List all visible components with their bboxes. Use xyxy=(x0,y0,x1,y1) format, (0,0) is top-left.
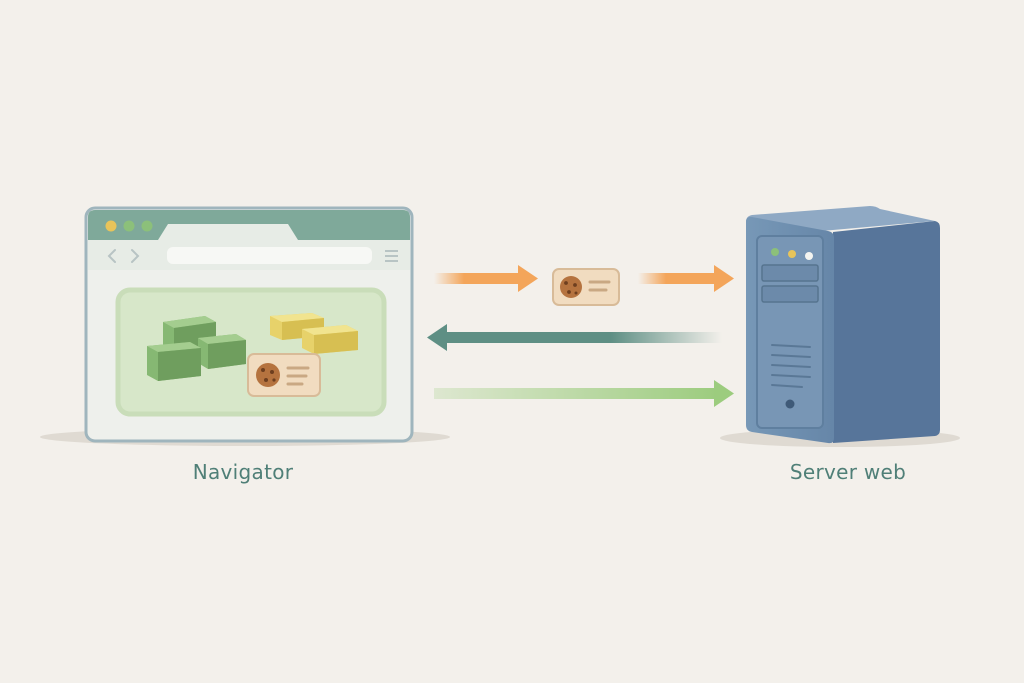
vent-lines xyxy=(771,344,811,388)
followup-arrow xyxy=(434,380,734,407)
window-dot-green[interactable] xyxy=(123,220,135,232)
request-arrow-right xyxy=(638,265,734,292)
request-arrow-left xyxy=(434,265,538,292)
server-label: Server web xyxy=(789,460,907,484)
browser-tab[interactable] xyxy=(158,224,298,240)
green-cubes xyxy=(147,316,246,381)
led-white xyxy=(805,252,813,260)
led-green xyxy=(771,248,779,256)
cookie-card-icon xyxy=(247,353,321,397)
chevron-right-icon[interactable] xyxy=(131,249,140,263)
address-bar[interactable] xyxy=(167,247,372,264)
cookie-card-in-transit-icon xyxy=(552,268,620,306)
hamburger-menu-icon[interactable] xyxy=(385,250,398,262)
browser-window xyxy=(84,206,414,443)
led-yellow xyxy=(788,250,796,258)
response-arrow xyxy=(427,324,722,351)
window-dot-green-2[interactable] xyxy=(141,220,153,232)
drive-bay-2 xyxy=(761,285,819,303)
yellow-blocks xyxy=(270,313,358,354)
drive-bay-1 xyxy=(761,264,819,282)
chevron-left-icon[interactable] xyxy=(107,249,116,263)
window-dot-yellow[interactable] xyxy=(105,220,117,232)
server-tower-icon xyxy=(746,206,940,444)
browser-label: Navigator xyxy=(192,460,294,484)
power-button[interactable] xyxy=(785,399,795,409)
